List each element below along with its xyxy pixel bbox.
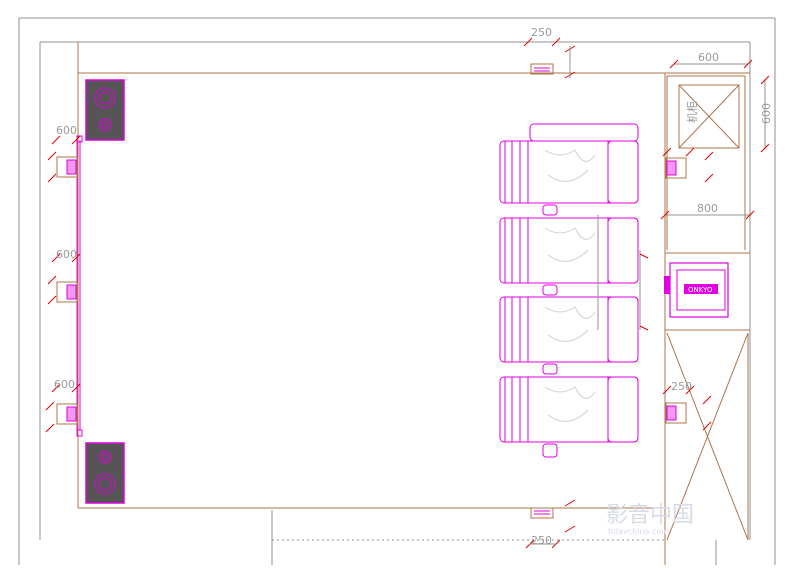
rear-speaker-top: [530, 63, 554, 75]
watermark: 影音中国 hdavchina.com: [606, 503, 694, 536]
wall-speaker-left-3: [56, 403, 78, 425]
recliner-seat-2: [499, 217, 639, 296]
dim-800: 800: [697, 202, 718, 215]
av-receiver: ONKYO: [664, 262, 729, 318]
dim-250-right: 250: [671, 380, 692, 393]
dim-250-bottom: 250: [531, 534, 552, 547]
dim-600-left-1: 600: [56, 124, 77, 137]
dim-600-top: 600: [698, 51, 719, 64]
dim-250-top: 250: [531, 26, 552, 39]
dimension-labels: 250 600 600 800 600 600 600 250 250: [54, 26, 773, 547]
dim-600-left-2: 600: [56, 248, 77, 261]
room-walls: [77, 42, 750, 565]
dimension-lines: [45, 37, 770, 549]
surround-speaker-right-bottom: [665, 402, 687, 424]
recliner-seat-3: [499, 296, 639, 375]
dim-600-side: 600: [760, 103, 773, 124]
amp-brand-label: ONKYO: [688, 286, 713, 294]
dim-600-left-3: 600: [54, 378, 75, 391]
drawing-frame: [18, 17, 776, 565]
speaker-top-left: [85, 79, 125, 141]
lower-right-zone: [666, 332, 749, 541]
watermark-main: 影音中国: [606, 503, 694, 528]
speaker-bottom-left: [85, 442, 125, 504]
watermark-sub: hdavchina.com: [608, 527, 669, 536]
wall-speaker-left-1: [56, 156, 78, 178]
cabinet-label: 机柜: [685, 101, 699, 123]
rear-speaker-bottom: [530, 507, 554, 519]
surround-speaker-right-top: [665, 157, 687, 179]
wall-speaker-left-2: [56, 281, 78, 303]
recliner-seat-1: [499, 123, 639, 216]
recliner-seat-4: [499, 376, 639, 458]
equipment-cabinet: 机柜: [678, 84, 740, 149]
recliner-seating: [499, 123, 641, 458]
